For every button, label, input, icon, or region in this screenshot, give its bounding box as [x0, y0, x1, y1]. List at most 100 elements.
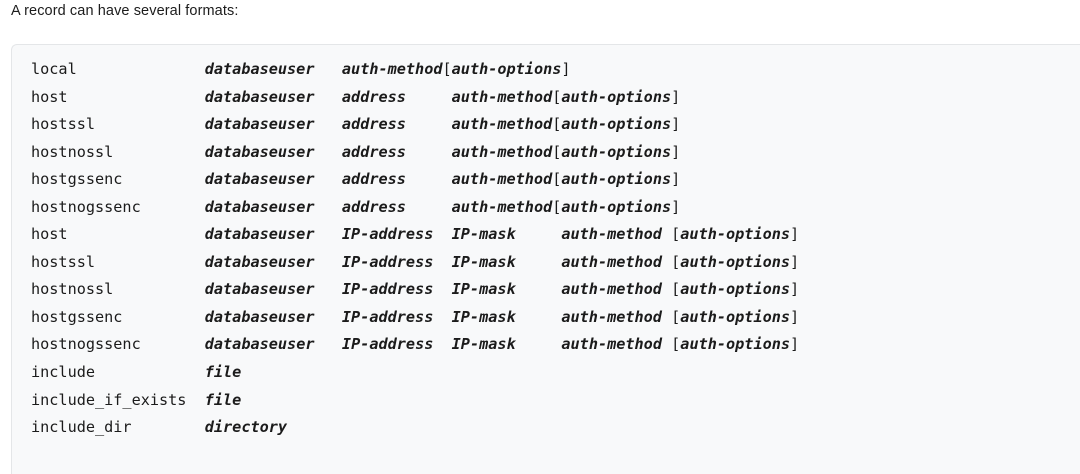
record-type-keyword: include_if_exists: [31, 390, 187, 409]
bracket-open: [: [671, 225, 681, 244]
record-field-ip-address: IP-address: [341, 225, 434, 244]
record-type-keyword: hostnossl: [31, 280, 114, 299]
code-line: hostnossl databaseuser address auth-meth…: [31, 139, 799, 167]
bracket-close: ]: [671, 170, 681, 189]
bracket-close: ]: [790, 252, 800, 271]
record-field-auth-method: auth-method: [451, 142, 553, 161]
record-field-auth-method: auth-method: [561, 335, 662, 354]
record-field-auth-options: auth-options: [561, 197, 672, 216]
record-field-auth-method: auth-method: [451, 197, 553, 216]
record-type-keyword: hostssl: [31, 115, 96, 134]
record-field-auth-options: auth-options: [561, 115, 672, 134]
record-field-address: address: [341, 142, 406, 161]
bracket-open: [: [552, 115, 562, 134]
bracket-close: ]: [790, 307, 800, 326]
bracket-open: [: [671, 335, 681, 354]
code-line: include file: [31, 359, 799, 387]
record-field-auth-options: auth-options: [561, 142, 672, 161]
code-line: hostssl databaseuser address auth-method…: [31, 111, 799, 139]
bracket-close: ]: [671, 87, 681, 106]
code-line: hostssl databaseuser IP-address IP-mask …: [31, 249, 799, 277]
record-type-keyword: local: [31, 60, 77, 78]
bracket-close: ]: [671, 142, 681, 161]
bracket-open: [: [671, 307, 681, 326]
record-field-user: user: [277, 197, 315, 216]
record-field-ip-mask: IP-mask: [451, 307, 516, 326]
bracket-open: [: [671, 280, 681, 299]
record-field-address: address: [341, 115, 406, 134]
record-field-auth-options: auth-options: [680, 307, 791, 326]
record-field-user: user: [277, 87, 315, 106]
record-field-auth-options: auth-options: [680, 335, 791, 354]
record-field-auth-options: auth-options: [680, 280, 791, 299]
record-type-keyword: host: [31, 87, 68, 106]
record-field-auth-method: auth-method: [451, 87, 553, 106]
code-line: hostnogssenc databaseuser IP-address IP-…: [31, 331, 799, 359]
record-type-keyword: hostnogssenc: [31, 335, 141, 354]
bracket-open: [: [552, 197, 562, 216]
record-field-auth-options: auth-options: [561, 170, 672, 189]
record-field-database: database: [204, 87, 278, 106]
record-field-database: database: [204, 225, 278, 244]
record-field-auth-method: auth-method: [451, 170, 553, 189]
record-field-user: user: [277, 115, 315, 134]
record-field-auth-options: auth-options: [451, 60, 562, 78]
code-line: local databaseuser auth-method[auth-opti…: [31, 56, 799, 84]
record-field-directory: directory: [204, 418, 288, 437]
code-line: hostgssenc databaseuser IP-address IP-ma…: [31, 304, 799, 332]
record-field-ip-address: IP-address: [341, 307, 434, 326]
record-field-ip-mask: IP-mask: [451, 225, 516, 244]
record-field-database: database: [204, 252, 278, 271]
code-content: local databaseuser auth-method[auth-opti…: [31, 56, 799, 442]
record-field-auth-method: auth-method: [341, 60, 443, 78]
record-field-user: user: [277, 280, 315, 299]
bracket-close: ]: [790, 280, 800, 299]
record-field-database: database: [204, 197, 278, 216]
record-field-ip-mask: IP-mask: [451, 335, 516, 354]
record-field-auth-options: auth-options: [680, 225, 791, 244]
record-field-database: database: [204, 60, 278, 78]
bracket-close: ]: [790, 335, 800, 354]
record-type-keyword: include: [31, 363, 96, 382]
intro-paragraph: A record can have several formats:: [11, 3, 239, 19]
record-field-user: user: [277, 225, 315, 244]
record-field-database: database: [204, 307, 278, 326]
record-field-auth-method: auth-method: [561, 307, 662, 326]
record-field-user: user: [277, 142, 315, 161]
record-type-keyword: hostssl: [31, 252, 96, 271]
record-field-auth-method: auth-method: [561, 225, 662, 244]
record-field-database: database: [204, 335, 278, 354]
bracket-open: [: [442, 60, 452, 78]
record-field-auth-method: auth-method: [561, 252, 662, 271]
bracket-close: ]: [671, 197, 681, 216]
bracket-open: [: [671, 252, 681, 271]
record-field-auth-method: auth-method: [451, 115, 553, 134]
bracket-open: [: [552, 87, 562, 106]
code-line: hostnossl databaseuser IP-address IP-mas…: [31, 276, 799, 304]
record-field-ip-mask: IP-mask: [451, 252, 516, 271]
code-line: include_dir directory: [31, 414, 799, 442]
record-type-keyword: host: [31, 225, 68, 244]
record-field-user: user: [277, 335, 315, 354]
bracket-close: ]: [561, 60, 571, 78]
record-field-file: file: [204, 390, 242, 409]
record-type-keyword: hostnogssenc: [31, 197, 141, 216]
record-type-keyword: hostgssenc: [31, 170, 123, 189]
code-block: local databaseuser auth-method[auth-opti…: [11, 44, 1080, 474]
record-type-keyword: hostgssenc: [31, 307, 123, 326]
page-root: A record can have several formats: local…: [11, 3, 1080, 474]
code-line: hostgssenc databaseuser address auth-met…: [31, 166, 799, 194]
record-field-ip-mask: IP-mask: [451, 280, 516, 299]
record-field-address: address: [341, 197, 406, 216]
record-field-address: address: [341, 170, 406, 189]
code-line: include_if_exists file: [31, 387, 799, 415]
record-field-user: user: [277, 170, 315, 189]
record-field-address: address: [341, 87, 406, 106]
record-field-user: user: [277, 307, 315, 326]
record-field-auth-method: auth-method: [561, 280, 662, 299]
record-field-ip-address: IP-address: [341, 280, 434, 299]
record-field-database: database: [204, 170, 278, 189]
code-line: host databaseuser address auth-method[au…: [31, 84, 799, 112]
bracket-close: ]: [671, 115, 681, 134]
record-field-database: database: [204, 142, 278, 161]
